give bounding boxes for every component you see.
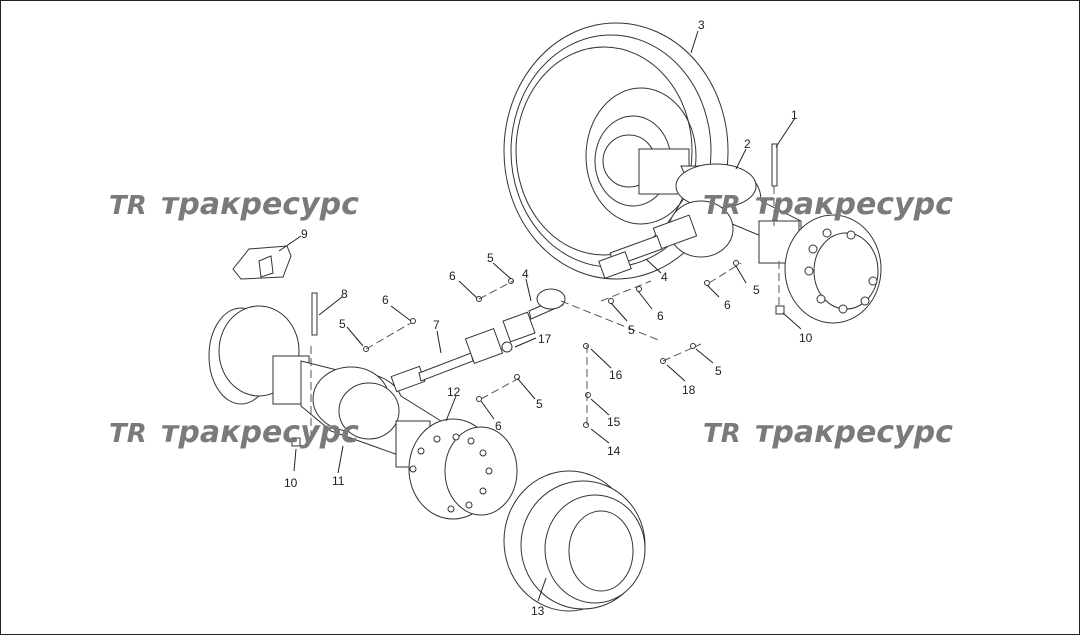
callout-5: 5 [536,397,543,411]
leader-lines [278,30,802,602]
callout-3: 3 [698,18,705,32]
watermark-brand: тракресурс [161,415,359,450]
callout-5: 5 [487,251,494,265]
callout-10: 10 [284,476,298,490]
watermark-brand: тракресурс [755,187,953,222]
callout-6: 6 [449,269,456,283]
callout-16: 16 [609,368,623,382]
callout-labels: 1 2 3 4 4 5 5 5 5 5 5 6 6 6 6 6 7 8 9 10… [284,18,813,618]
callout-6: 6 [657,309,664,323]
callout-4: 4 [522,267,529,281]
callout-5: 5 [628,323,635,337]
callout-5: 5 [753,283,760,297]
callout-15: 15 [607,415,621,429]
watermark-logo: TR [703,191,741,221]
watermark-bottom-right: TR тракресурс [703,415,953,450]
callout-13: 13 [531,604,545,618]
watermark-brand: тракресурс [161,187,359,222]
nut-10-rear [291,437,301,447]
watermark-logo: TR [109,419,147,449]
watermark-top-left: TR тракресурс [109,187,359,222]
callout-6: 6 [724,298,731,312]
callout-6: 6 [495,419,502,433]
callout-11: 11 [332,474,345,488]
watermark-logo: TR [703,419,741,449]
callout-12: 12 [447,385,461,399]
front-axle [594,115,882,324]
long-bolt-8 [311,292,318,336]
callout-2: 2 [744,137,751,151]
callout-8: 8 [341,287,348,301]
watermark-bottom-left: TR тракресурс [109,415,359,450]
drive-shaft [418,288,566,382]
rim [503,470,646,612]
nut-10-front [775,305,785,315]
callout-5: 5 [715,364,722,378]
front-yoke [598,214,698,279]
callout-9: 9 [301,227,308,241]
rear-yoke [390,365,426,393]
callout-5: 5 [339,317,346,331]
assembly-lines [310,186,780,441]
guard [232,245,292,280]
callout-17: 17 [538,332,552,346]
callout-1: 1 [791,108,798,122]
callout-4: 4 [661,270,668,284]
callout-6: 6 [382,293,389,307]
watermarks: TR тракресурс TR тракресурс TR тракресур… [109,187,953,450]
bolt-1 [771,143,778,187]
watermark-top-right: TR тракресурс [703,187,953,222]
callout-7: 7 [433,318,440,332]
callout-10: 10 [799,331,813,345]
watermark-logo: TR [109,191,147,221]
callout-14: 14 [607,444,621,458]
rear-axle [208,305,518,520]
watermark-brand: тракресурс [755,415,953,450]
fasteners [363,260,739,428]
callout-18: 18 [682,383,696,397]
